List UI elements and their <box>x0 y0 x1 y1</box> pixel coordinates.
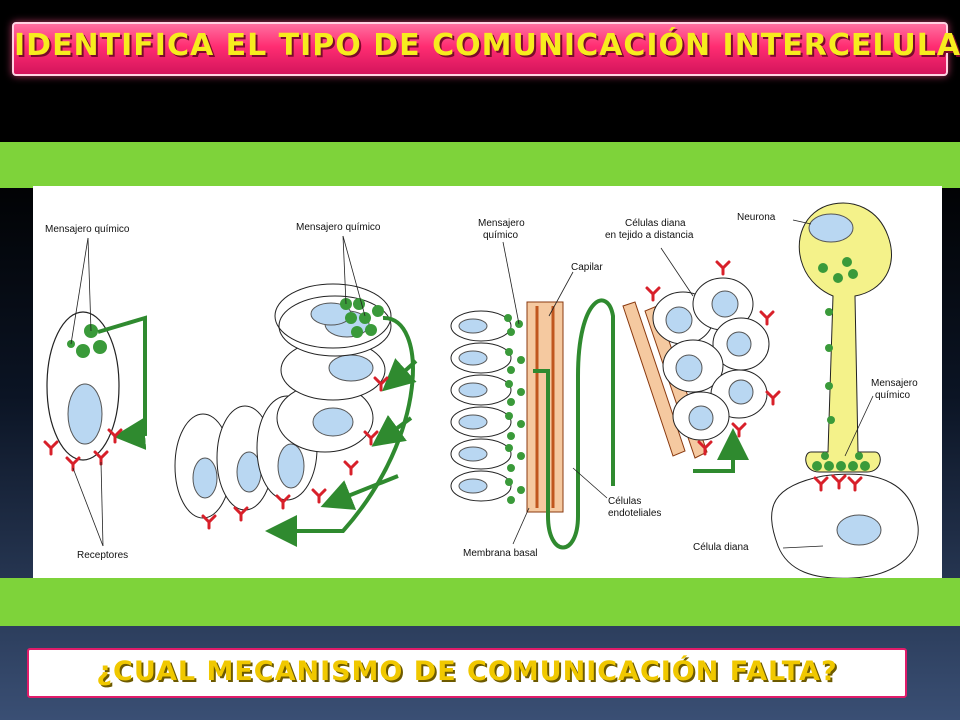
label-en-tejido: en tejido a distancia <box>605 230 694 241</box>
slide-title: IDENTIFICA EL TIPO DE COMUNICACIÓN INTER… <box>14 28 960 63</box>
label-celula-diana: Célula diana <box>693 542 749 553</box>
receptor-icon <box>43 440 59 456</box>
label-quimico: químico <box>483 230 518 241</box>
communication-diagram: Mensajero químico Receptores <box>33 186 942 579</box>
panel-paracrine: Mensajero químico <box>174 222 418 547</box>
diagram-svg: Mensajero químico Receptores <box>43 202 919 579</box>
arrow-paracrine <box>320 474 399 510</box>
panel-synaptic: Neurona Mensajero químico Célula diana <box>693 202 919 579</box>
capillary <box>526 301 564 513</box>
panel-endocrine: Mensajero químico Capilar Membrana basal… <box>450 218 781 559</box>
label-membrana-basal: Membrana basal <box>463 548 537 559</box>
neuron <box>798 202 892 473</box>
label-mensajero-quimico: Mensajero químico <box>296 222 381 233</box>
arrow-paracrine-long <box>265 315 415 547</box>
label-celulas-diana: Células diana <box>625 218 686 229</box>
label-neurona: Neurona <box>737 212 776 223</box>
arrow-paracrine <box>382 358 418 392</box>
label-endoteliales: endoteliales <box>608 508 661 519</box>
receptor-icon <box>107 428 123 444</box>
label-receptores: Receptores <box>77 550 128 561</box>
messenger-dot <box>76 344 90 358</box>
green-band-top <box>0 142 960 188</box>
label-quimico: químico <box>875 390 910 401</box>
arrow-paracrine <box>371 414 413 447</box>
messenger-dot <box>93 340 107 354</box>
question-text: ¿CUAL MECANISMO DE COMUNICACIÓN FALTA? <box>96 656 838 687</box>
label-mensajero: Mensajero <box>871 378 918 389</box>
label-capilar: Capilar <box>571 262 603 273</box>
arrow-autocrine <box>97 315 147 450</box>
label-mensajero-quimico: Mensajero químico <box>45 224 130 235</box>
question-box: ¿CUAL MECANISMO DE COMUNICACIÓN FALTA? <box>27 648 907 698</box>
label-celulas: Células <box>608 496 641 507</box>
green-band-bottom <box>0 578 960 626</box>
label-mensajero: Mensajero <box>478 218 525 229</box>
title-banner: IDENTIFICA EL TIPO DE COMUNICACIÓN INTER… <box>12 22 960 76</box>
nucleus <box>67 383 103 445</box>
panel-autocrine: Mensajero químico Receptores <box>43 224 147 561</box>
arrow-endocrine <box>533 298 615 550</box>
